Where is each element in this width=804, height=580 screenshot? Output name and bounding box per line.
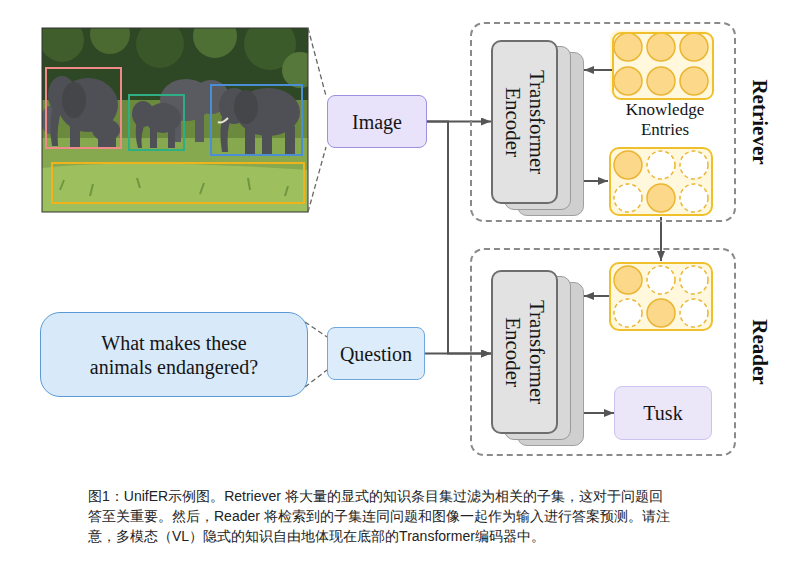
encoder-stack: Transformer Encoder — [491, 40, 584, 216]
encoder-stack: Transformer Encoder — [491, 270, 584, 446]
answer-box: Tusk — [614, 386, 712, 440]
encoder-label: Transformer Encoder — [500, 62, 548, 182]
caption-box: 图1：UnifER示例图。Retriever 将大量的显式的知识条目集过滤为相关… — [88, 487, 676, 547]
flow-arrow — [583, 181, 661, 296]
bounding-box — [129, 95, 184, 150]
connector — [305, 322, 327, 387]
photo-frame — [42, 28, 308, 212]
figure-caption: 图1：UnifER示例图。Retriever 将大量的显式的知识条目集过滤为相关… — [88, 487, 676, 547]
question-bubble: What makes these animals endangered? — [40, 312, 308, 397]
encoder-label: Transformer Encoder — [500, 292, 548, 412]
module-region: ReaderTransformer EncoderTusk — [470, 248, 736, 456]
bounding-box — [211, 85, 302, 155]
node-label: Image — [352, 110, 402, 134]
knowledge-subset — [610, 263, 712, 330]
knowledge-entry — [614, 33, 708, 95]
input-box: Image — [327, 95, 427, 148]
module-title: Reader — [746, 319, 771, 384]
module-title: Retriever — [746, 79, 771, 164]
knowledge-fill — [610, 30, 712, 98]
bounding-box — [46, 68, 121, 148]
node-label: Tusk — [643, 401, 682, 425]
connector — [584, 69, 612, 71]
knowledge-subset — [610, 148, 712, 215]
module-region: RetrieverTransformer EncoderKnowledge En… — [470, 22, 736, 222]
knowledge-box: Knowledge Entries — [612, 32, 714, 100]
encoder-layer: Transformer Encoder — [491, 40, 558, 204]
encoder-layer: Transformer Encoder — [491, 270, 558, 434]
knowledge-label: Knowledge Entries — [604, 100, 726, 141]
node-label: What makes these animals endangered? — [74, 331, 274, 379]
connector — [427, 122, 491, 354]
input-box: Question — [327, 327, 425, 380]
leader-line — [308, 28, 326, 212]
elephant-photo — [42, 28, 308, 212]
connector — [425, 353, 491, 355]
bounding-box — [52, 163, 304, 203]
connector — [584, 412, 614, 414]
node-label: Question — [340, 342, 412, 366]
